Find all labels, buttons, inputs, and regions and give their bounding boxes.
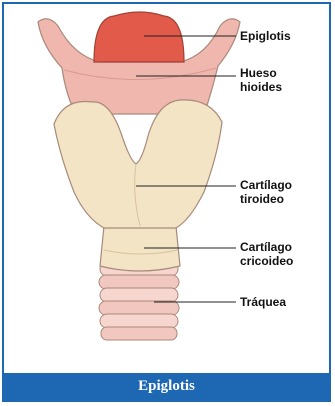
label-epiglottis: Epiglotis <box>240 29 291 43</box>
label-cricoid-cartilage: Cartílago cricoideo <box>240 240 293 268</box>
figure-frame: Epiglotis Hueso hioides Cartílago tiroid… <box>2 2 331 402</box>
label-hyoid-bone: Hueso hioides <box>240 66 282 94</box>
label-trachea: Tráquea <box>240 295 286 309</box>
cricoid-cartilage <box>100 222 180 271</box>
thyroid-cartilage <box>54 100 222 228</box>
label-thyroid-cartilage: Cartílago tiroideo <box>240 178 292 206</box>
figure-caption: Epiglotis <box>4 373 329 400</box>
epiglottis <box>94 12 184 62</box>
trachea-rings <box>99 262 179 340</box>
